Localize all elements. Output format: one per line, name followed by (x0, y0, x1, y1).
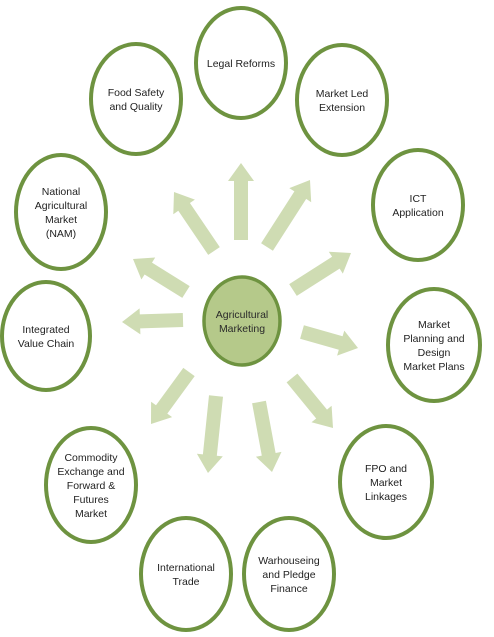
node-label-ict-application-line-2: Application (392, 207, 444, 219)
arrow-down-left-2 (151, 367, 195, 424)
node-label-warehousing-pledge-finance-line-2: and Pledge (262, 569, 315, 581)
arrow-up-left-2 (173, 192, 220, 255)
center-label-line-1: Agricultural (216, 309, 269, 321)
node-label-national-agricultural-market-line-1: National (42, 186, 81, 198)
node-label-fpo-market-linkages-line-2: Market (370, 477, 402, 489)
center-label-line-2: Marketing (219, 323, 265, 335)
arrow-up-left-1 (133, 257, 190, 298)
node-label-international-trade-line-1: International (157, 562, 215, 574)
node-label-national-agricultural-market-line-3: Market (45, 214, 77, 226)
node-ellipse-national-agricultural-market (14, 153, 108, 271)
node-legal-reforms: Legal Reforms (194, 6, 288, 120)
node-label-warehousing-pledge-finance-line-3: Finance (270, 583, 308, 595)
node-label-commodity-exchange-line-4: Futures (73, 494, 109, 506)
node-ellipse-integrated-value-chain (0, 280, 92, 392)
node-label-market-led-extension-line-1: Market Led (316, 88, 369, 100)
node-label-food-safety-quality-line-2: and Quality (109, 101, 163, 113)
arrows-group (122, 163, 358, 473)
node-label-market-planning-line-3: Design (418, 347, 451, 359)
node-food-safety-quality: Food Safety and Quality (89, 42, 183, 156)
node-ellipse-legal-reforms (194, 6, 288, 120)
node-label-fpo-market-linkages-line-3: Linkages (365, 491, 407, 503)
node-label-commodity-exchange-line-3: Forward & (67, 480, 115, 492)
node-ellipse-international-trade (139, 516, 233, 632)
node-label-fpo-market-linkages-line-1: FPO and (365, 463, 407, 475)
arrow-down-right-1 (286, 373, 333, 428)
node-label-national-agricultural-market-line-2: Agricultural (35, 200, 88, 212)
node-ellipse-market-led-extension (295, 43, 389, 157)
node-label-commodity-exchange-line-2: Exchange and (57, 466, 124, 478)
node-ellipse-warehousing-pledge-finance (242, 516, 336, 632)
node-ellipse-fpo-market-linkages (338, 424, 434, 540)
node-label-market-planning-line-1: Market (418, 319, 450, 331)
node-label-legal-reforms-line-1: Legal Reforms (207, 58, 275, 70)
arrow-left (122, 308, 184, 335)
node-ellipse-market-planning (386, 287, 482, 403)
node-label-market-planning-line-2: Planning and (403, 333, 464, 345)
arrow-up (228, 163, 254, 240)
arrow-down-left-1 (196, 395, 223, 473)
arrow-down-right-2 (252, 400, 282, 472)
arrow-right (300, 325, 358, 356)
node-label-integrated-value-chain-line-1: Integrated (22, 324, 69, 336)
node-label-commodity-exchange-line-5: Market (75, 508, 107, 520)
arrow-up-right-1 (261, 180, 312, 251)
node-label-integrated-value-chain-line-2: Value Chain (18, 338, 75, 350)
node-label-warehousing-pledge-finance-line-1: Warhouseing (258, 555, 320, 567)
node-ellipse-ict-application (371, 148, 465, 262)
node-ellipse-commodity-exchange (44, 426, 138, 544)
node-ict-application: ICT Application (371, 148, 465, 262)
node-label-food-safety-quality-line-1: Food Safety (108, 87, 165, 99)
arrow-up-right-2 (289, 251, 351, 296)
node-label-commodity-exchange-line-1: Commodity (64, 452, 118, 464)
node-label-market-led-extension-line-2: Extension (319, 102, 365, 114)
node-ellipse-food-safety-quality (89, 42, 183, 156)
node-label-international-trade-line-2: Trade (172, 576, 199, 588)
node-label-market-planning-line-4: Market Plans (403, 361, 464, 373)
node-label-ict-application-line-1: ICT (410, 193, 428, 205)
center-ellipse (202, 275, 282, 367)
node-label-national-agricultural-market-line-4: (NAM) (46, 228, 76, 240)
